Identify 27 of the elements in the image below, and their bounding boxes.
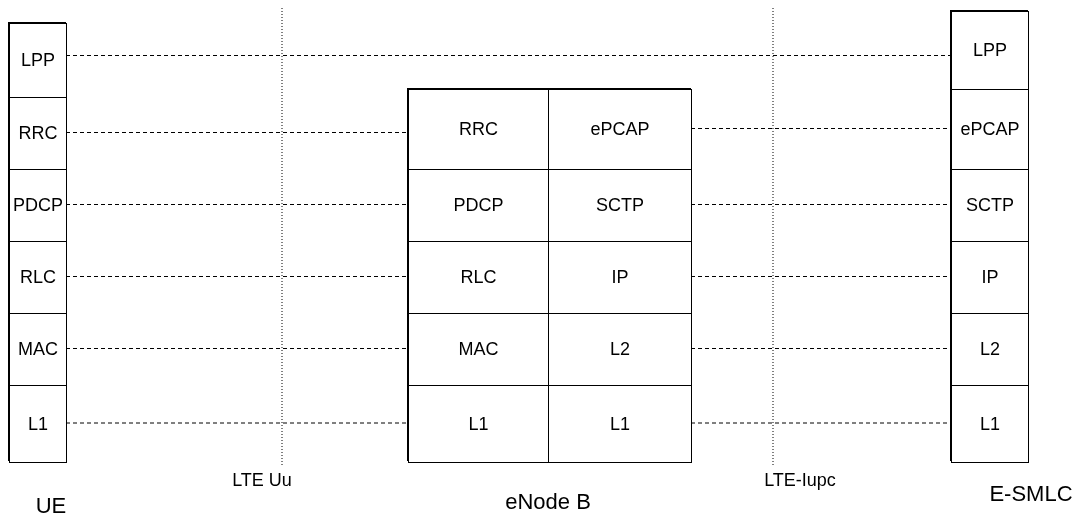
protocol-layer-box: RRC (408, 89, 549, 170)
dashed-connector (65, 204, 408, 205)
protocol-layer-box: L1 (548, 385, 692, 463)
protocol-layer-box: PDCP (9, 169, 67, 242)
protocol-layer-box: IP (951, 241, 1029, 314)
protocol-layer-box: L1 (408, 385, 549, 463)
protocol-layer-box: SCTP (951, 169, 1029, 242)
stack-title: E-SMLC (989, 481, 1073, 507)
protocol-layer-box: RLC (9, 241, 67, 314)
interface-label: LTE Uu (232, 469, 292, 491)
protocol-layer-box: LPP (951, 11, 1029, 90)
protocol-layer-box: ePCAP (548, 89, 692, 170)
dashed-connector (65, 276, 408, 277)
protocol-layer-box: L1 (9, 385, 67, 463)
protocol-layer-box: MAC (9, 313, 67, 386)
protocol-layer-box: RRC (9, 97, 67, 170)
protocol-layer-box: L2 (951, 313, 1029, 386)
stack-title: eNode B (505, 489, 591, 515)
dashed-connector (65, 348, 408, 349)
stack-title: UE (35, 493, 67, 519)
protocol-layer-box: LPP (9, 23, 67, 98)
dashed-connector (65, 422, 408, 424)
protocol-layer-box: ePCAP (951, 89, 1029, 170)
dashed-connector (65, 132, 408, 133)
dashed-connector (65, 55, 951, 56)
protocol-layer-box: L1 (951, 385, 1029, 463)
interface-label: LTE-Iupc (764, 469, 836, 491)
